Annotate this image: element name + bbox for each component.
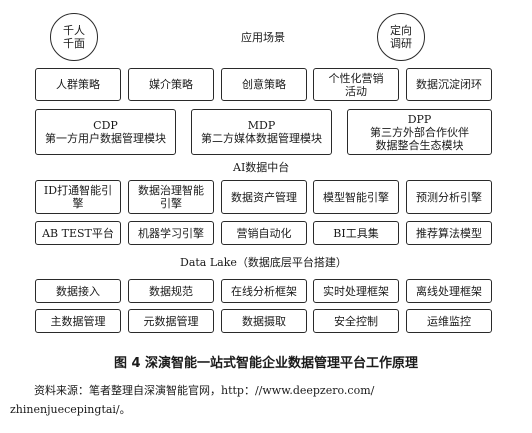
scenario-box: 人群策略 [35, 68, 121, 101]
ai-tool-box: 机器学习引擎 [128, 221, 214, 245]
lake-box: 安全控制 [313, 309, 399, 333]
ai-engine-box: 数据资产管理 [221, 180, 307, 214]
ai-tool-box: 营销自动化 [221, 221, 307, 245]
lake-box: 运维监控 [406, 309, 492, 333]
ai-tool-box: 推荐算法模型 [406, 221, 492, 245]
source-line-1: 资料来源：笔者整理自深演智能官网，http：//www.deepzero.com… [34, 384, 375, 397]
lake-box: 实时处理框架 [313, 279, 399, 303]
scenario-box: 创意策略 [221, 68, 307, 101]
module-cdp: CDP 第一方用户数据管理模块 [35, 109, 176, 155]
figure-caption: 图 4 深演智能一站式智能企业数据管理平台工作原理 [113, 356, 419, 371]
ai-tool-box: AB TEST平台 [35, 221, 121, 245]
ai-label: AI数据中台 [233, 161, 290, 174]
lake-box: 数据规范 [128, 279, 214, 303]
header-title: 应用场景 [241, 31, 285, 44]
lake-box: 元数据管理 [128, 309, 214, 333]
data-lake-label: Data Lake（数据底层平台搭建） [180, 256, 347, 269]
scenario-box: 媒介策略 [128, 68, 214, 101]
lake-box: 数据摄取 [221, 309, 307, 333]
ai-engine-box: 数据治理智能 引擎 [128, 180, 214, 214]
lake-box: 主数据管理 [35, 309, 121, 333]
lake-box: 离线处理框架 [406, 279, 492, 303]
source-line-2: zhinenjuecepingtai/。 [10, 403, 131, 416]
circle-dingxiang: 定向 调研 [377, 13, 425, 61]
scenario-box: 数据沉淀闭环 [406, 68, 492, 101]
lake-box: 数据接入 [35, 279, 121, 303]
circle-qianren: 千人 千面 [50, 13, 98, 61]
ai-tool-box: BI工具集 [313, 221, 399, 245]
ai-engine-box: 预测分析引擎 [406, 180, 492, 214]
lake-box: 在线分析框架 [221, 279, 307, 303]
ai-engine-box: ID打通智能引 擎 [35, 180, 121, 214]
module-dpp: DPP 第三方外部合作伙伴 数据整合生态模块 [347, 109, 492, 155]
ai-engine-box: 模型智能引擎 [313, 180, 399, 214]
scenario-box: 个性化营销 活动 [313, 68, 399, 101]
module-mdp: MDP 第二方媒体数据管理模块 [191, 109, 332, 155]
